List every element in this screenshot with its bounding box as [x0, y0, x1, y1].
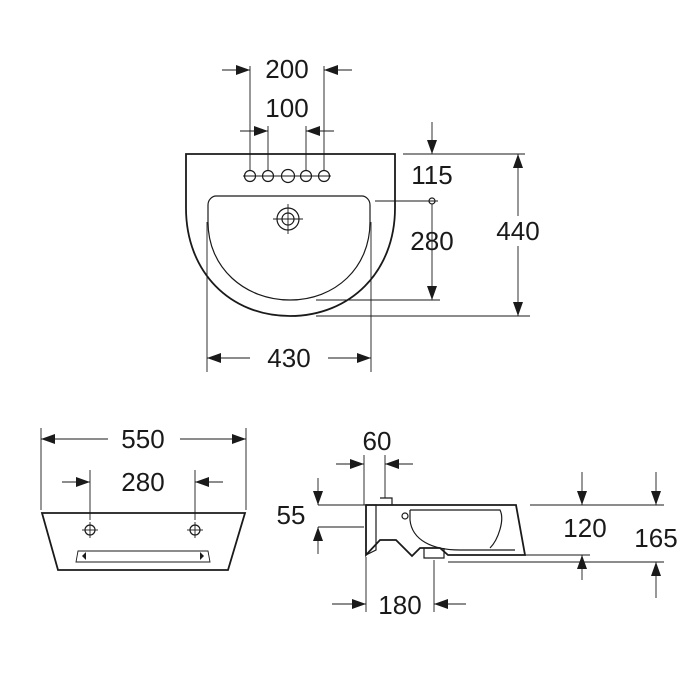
dim-60: 60 [336, 426, 413, 505]
basin-front-outline [40, 512, 247, 571]
basin-outline [185, 153, 396, 317]
dim-label: 60 [363, 426, 392, 456]
side-view: 60 55 120 165 [277, 426, 678, 620]
dim-label: 280 [410, 226, 453, 256]
dim-label: 180 [378, 590, 421, 620]
bowl-side-curve [409, 510, 515, 551]
dim-120: 120 [563, 472, 607, 580]
dim-label: 100 [265, 93, 308, 123]
tap-holes [243, 168, 331, 184]
dim-label: 430 [267, 343, 310, 373]
dim-280-top: 280 [410, 204, 454, 300]
dim-label: 200 [265, 54, 308, 84]
front-view: 550 280 [40, 424, 247, 571]
dim-55: 55 [277, 478, 323, 554]
dim-label: 115 [411, 160, 452, 190]
dim-280-front: 280 [62, 467, 223, 520]
overflow-slot [75, 550, 211, 563]
dim-550: 550 [40, 424, 247, 510]
dim-200: 200 [222, 54, 352, 84]
dim-label: 120 [563, 513, 606, 543]
dim-label: 55 [277, 500, 306, 530]
basin-side-outline [365, 504, 527, 558]
dim-180: 180 [332, 557, 466, 620]
dim-label: 280 [121, 467, 164, 497]
dim-label: 440 [496, 216, 539, 246]
dim-label: 165 [634, 523, 677, 553]
dim-115: 115 [411, 122, 453, 190]
dim-430: 430 [206, 222, 372, 373]
top-view: 200 100 115 280 [185, 54, 542, 373]
dim-165: 165 [634, 472, 678, 598]
dim-100: 100 [240, 93, 334, 136]
dim-440: 440 [494, 154, 542, 316]
dim-label: 550 [121, 424, 164, 454]
fixing-holes [82, 522, 203, 538]
bowl-outline [207, 195, 371, 301]
